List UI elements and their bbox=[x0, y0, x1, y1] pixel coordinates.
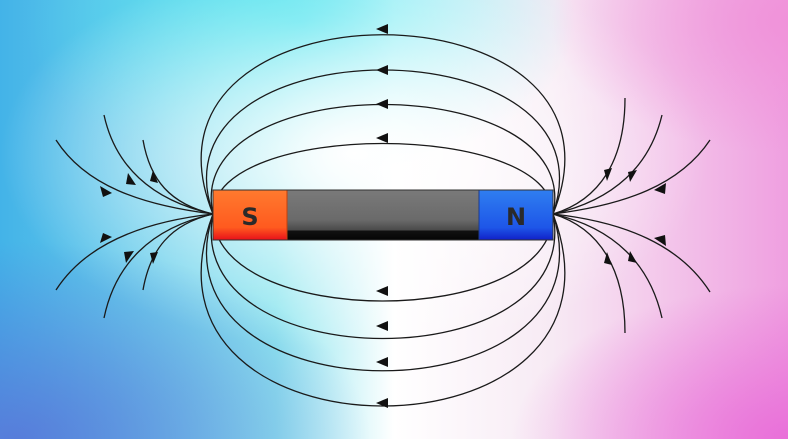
field-line-right-lower-1 bbox=[552, 213, 711, 293]
field-line-bottom-2 bbox=[210, 213, 556, 340]
arrow-top-3 bbox=[376, 65, 388, 75]
field-line-right-upper-2 bbox=[552, 114, 663, 215]
field-line-left-upper-2 bbox=[103, 114, 214, 215]
field-direction-arrows bbox=[100, 24, 666, 408]
arrow-left-lower-1 bbox=[100, 233, 112, 243]
left-open-field-lines bbox=[55, 114, 214, 319]
arrow-bottom-1 bbox=[376, 286, 388, 296]
field-line-bottom-1 bbox=[212, 213, 554, 302]
arrow-right-upper-1 bbox=[654, 183, 666, 194]
arrow-bottom-3 bbox=[376, 357, 388, 367]
arrow-left-upper-1 bbox=[100, 186, 112, 197]
field-line-top-1 bbox=[212, 142, 554, 215]
closed-field-lines bbox=[200, 34, 566, 407]
arrow-right-lower-3 bbox=[604, 252, 612, 265]
bar-magnet: S N bbox=[212, 189, 554, 241]
field-line-left-lower-1 bbox=[55, 213, 214, 291]
field-line-left-upper-3 bbox=[142, 139, 214, 215]
magnet-body bbox=[286, 190, 480, 240]
arrow-bottom-4 bbox=[376, 398, 388, 408]
field-line-left-upper-1 bbox=[55, 139, 214, 215]
arrow-right-upper-3 bbox=[604, 168, 612, 181]
field-line-top-4 bbox=[200, 34, 566, 215]
arrow-top-1 bbox=[376, 133, 388, 143]
north-pole-label: N bbox=[506, 203, 526, 231]
arrow-right-upper-2 bbox=[628, 170, 637, 182]
arrow-right-lower-1 bbox=[654, 235, 666, 246]
arrow-top-2 bbox=[376, 99, 388, 109]
field-line-right-upper-1 bbox=[552, 139, 711, 215]
arrow-left-lower-2 bbox=[124, 251, 134, 263]
arrow-left-lower-3 bbox=[150, 252, 158, 264]
arrow-left-upper-2 bbox=[126, 173, 136, 185]
field-line-left-lower-3 bbox=[142, 213, 214, 291]
arrow-left-upper-3 bbox=[150, 170, 158, 183]
arrow-right-lower-2 bbox=[628, 251, 637, 263]
field-line-left-lower-2 bbox=[103, 213, 214, 319]
south-pole-label: S bbox=[241, 203, 258, 231]
arrow-top-4 bbox=[376, 24, 388, 34]
arrow-bottom-2 bbox=[376, 321, 388, 331]
field-line-right-lower-2 bbox=[552, 213, 663, 319]
field-line-bottom-3 bbox=[205, 213, 561, 372]
